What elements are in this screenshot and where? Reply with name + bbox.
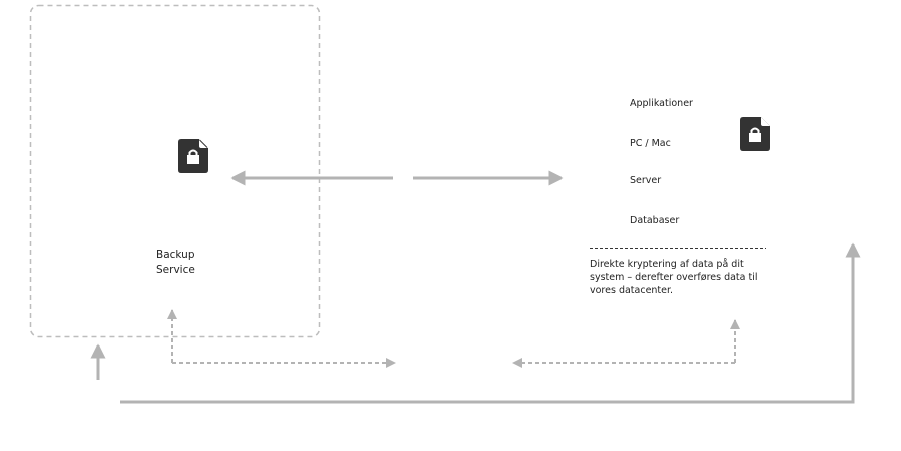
source-databaser: Databaser: [630, 215, 680, 226]
source-server: Server: [630, 175, 662, 186]
encryption-description: Direkte kryptering af data på dit system…: [590, 259, 758, 296]
source-pc-mac: PC / Mac: [630, 138, 671, 149]
locked-file-icon: [740, 117, 770, 151]
backup-service-box: [29, 4, 321, 338]
locked-file-icon: [178, 139, 208, 173]
backup-label-line1: Backup: [156, 249, 195, 261]
backup-label-line2: Service: [156, 264, 195, 276]
return-arrow: [120, 242, 861, 404]
source-applikationer: Applikationer: [630, 98, 693, 109]
backup-service-label: Backup Service: [156, 248, 195, 278]
